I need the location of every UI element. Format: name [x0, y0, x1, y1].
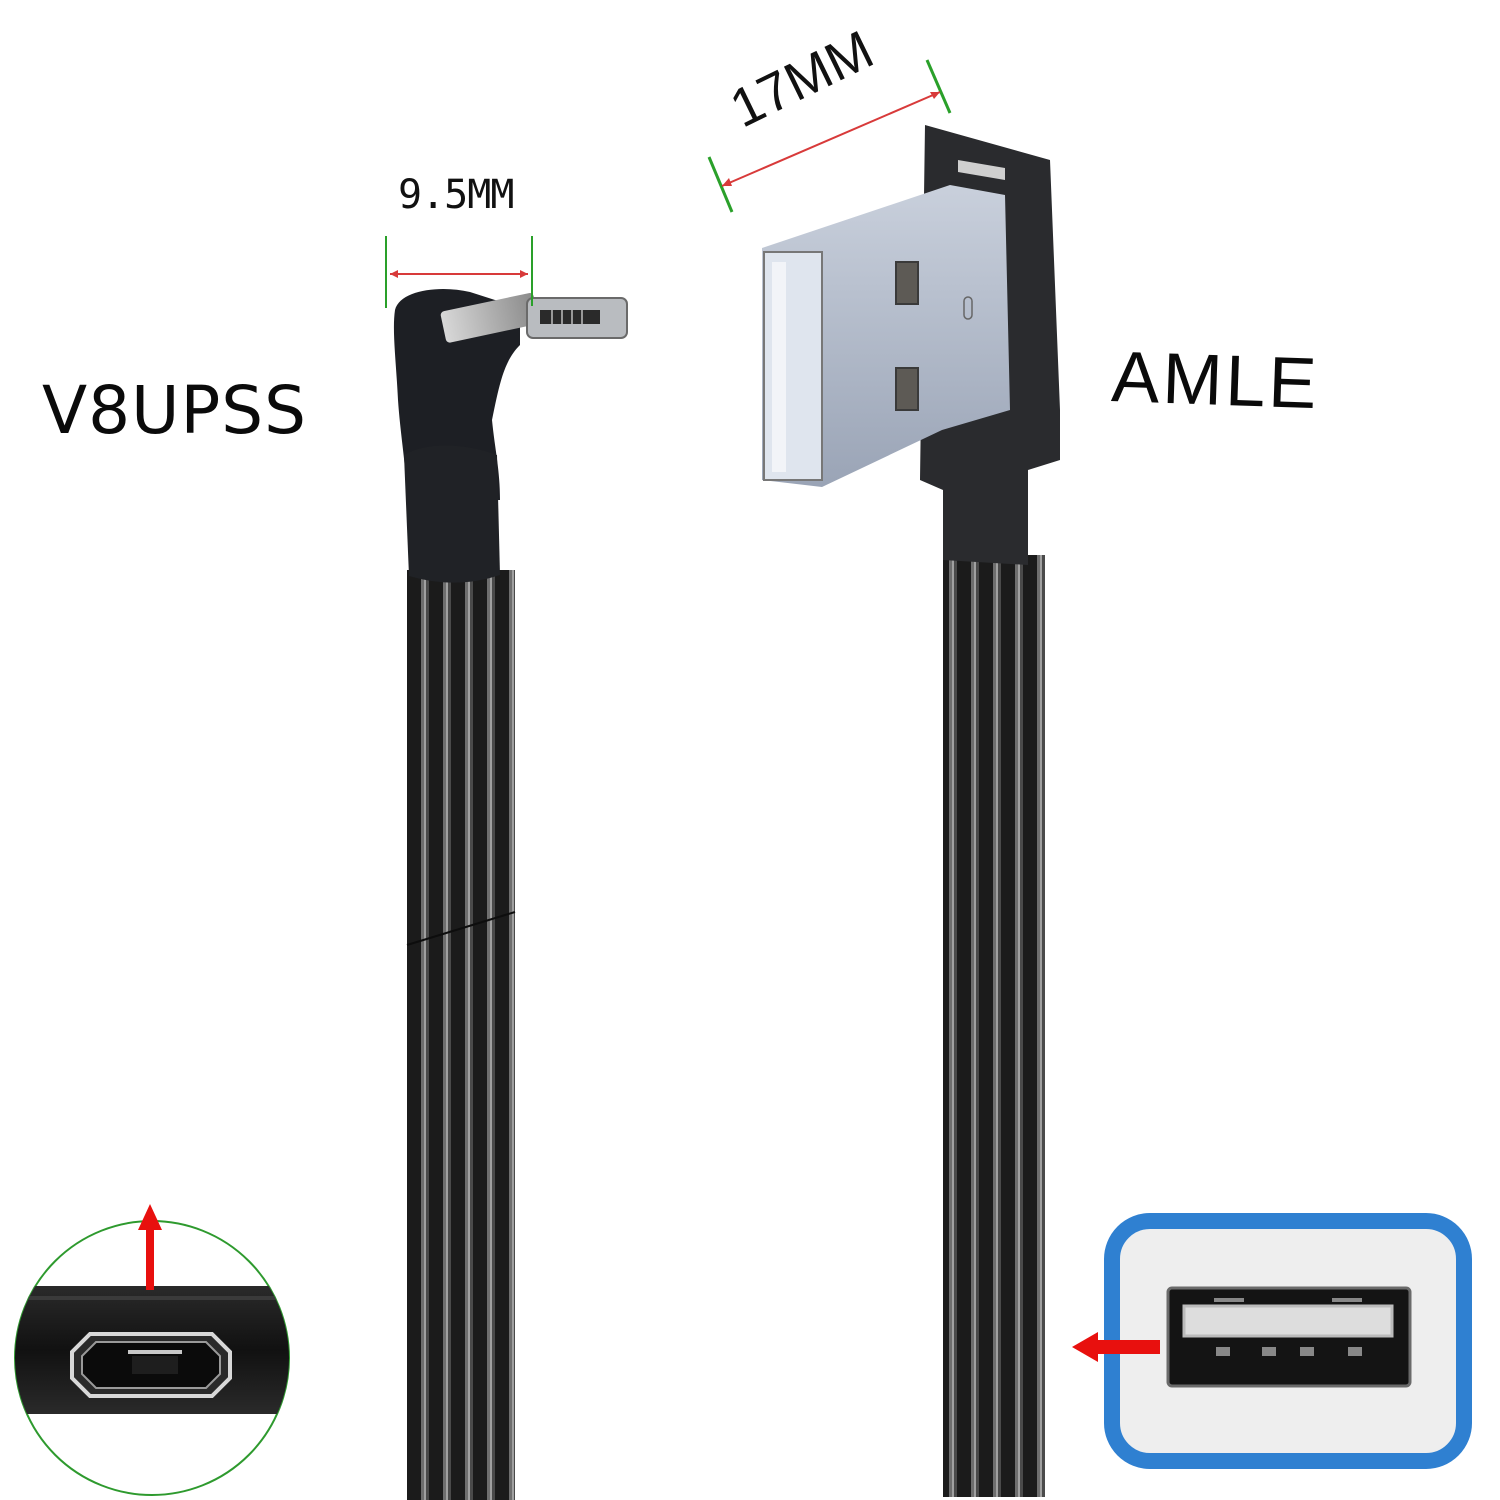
usb-a-connector	[762, 125, 1060, 565]
right-model-label: AMLE	[1110, 336, 1321, 425]
left-model-label: V8UPSS	[42, 372, 308, 449]
left-cable	[406, 570, 516, 1500]
usb-a-port-inset	[1072, 1213, 1472, 1469]
right-cable	[943, 555, 1045, 1497]
dimension-9-5mm	[385, 236, 533, 308]
left-dimension-label: 9.5MM	[398, 172, 514, 218]
dimension-17mm	[707, 59, 952, 213]
micro-usb-port-inset	[14, 1204, 290, 1496]
micro-usb-connector	[393, 289, 628, 583]
